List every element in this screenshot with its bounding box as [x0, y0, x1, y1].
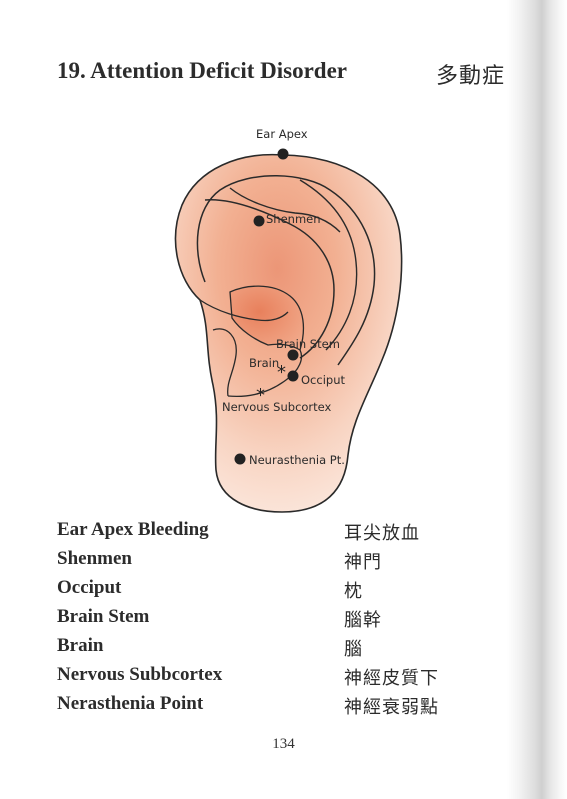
shenmen-point: [253, 215, 265, 227]
occiput-point: [287, 370, 299, 382]
label-brain: Brain: [249, 356, 279, 370]
point-name-english: Nervous Subbcortex: [57, 664, 223, 685]
tragus: [212, 328, 237, 397]
label-nervous-subcortex: Nervous Subcortex: [222, 400, 332, 414]
point-name-chinese: 神門: [344, 552, 382, 573]
point-name-english: Brain: [57, 635, 104, 656]
point-name-chinese: 神經皮質下: [344, 668, 439, 689]
neurasthenia-point: [234, 453, 246, 465]
point-name-english: Brain Stem: [57, 606, 150, 627]
point-name-chinese: 耳尖放血: [344, 523, 420, 544]
label-neurasthenia: Neurasthenia Pt.: [249, 453, 345, 467]
page-gutter-shadow: [507, 0, 567, 799]
point-name-chinese: 枕: [344, 581, 363, 602]
point-name-english: Ear Apex Bleeding: [57, 519, 209, 540]
crus-of-helix: [199, 299, 289, 322]
antihelix: [204, 199, 335, 359]
point-name-chinese: 神經衰弱點: [344, 697, 439, 718]
upper-antihelix-line: [229, 187, 341, 233]
ear-apex-point: [277, 148, 289, 160]
page-number: 134: [272, 736, 295, 752]
label-ear-apex: Ear Apex: [256, 127, 308, 141]
antihelix-inner: [299, 179, 358, 351]
label-brain-stem: Brain Stem: [276, 337, 340, 351]
nervous-subcortex-marker: *: [256, 385, 265, 406]
brain-stem-point: [287, 349, 299, 361]
label-shenmen: Shenmen: [266, 212, 321, 226]
point-name-english: Shenmen: [57, 548, 132, 569]
label-occiput: Occiput: [301, 373, 345, 387]
page-title-chinese: 多動症: [436, 64, 506, 89]
brain-point-marker: *: [277, 362, 286, 383]
point-name-chinese: 腦: [344, 639, 363, 660]
helix-rim: [196, 175, 376, 366]
point-name-chinese: 腦幹: [344, 610, 382, 631]
antitragus: [227, 349, 303, 398]
point-name-english: Occiput: [57, 577, 122, 598]
page-title: 19. Attention Deficit Disorder: [57, 58, 347, 83]
point-name-english: Nerasthenia Point: [57, 693, 204, 714]
